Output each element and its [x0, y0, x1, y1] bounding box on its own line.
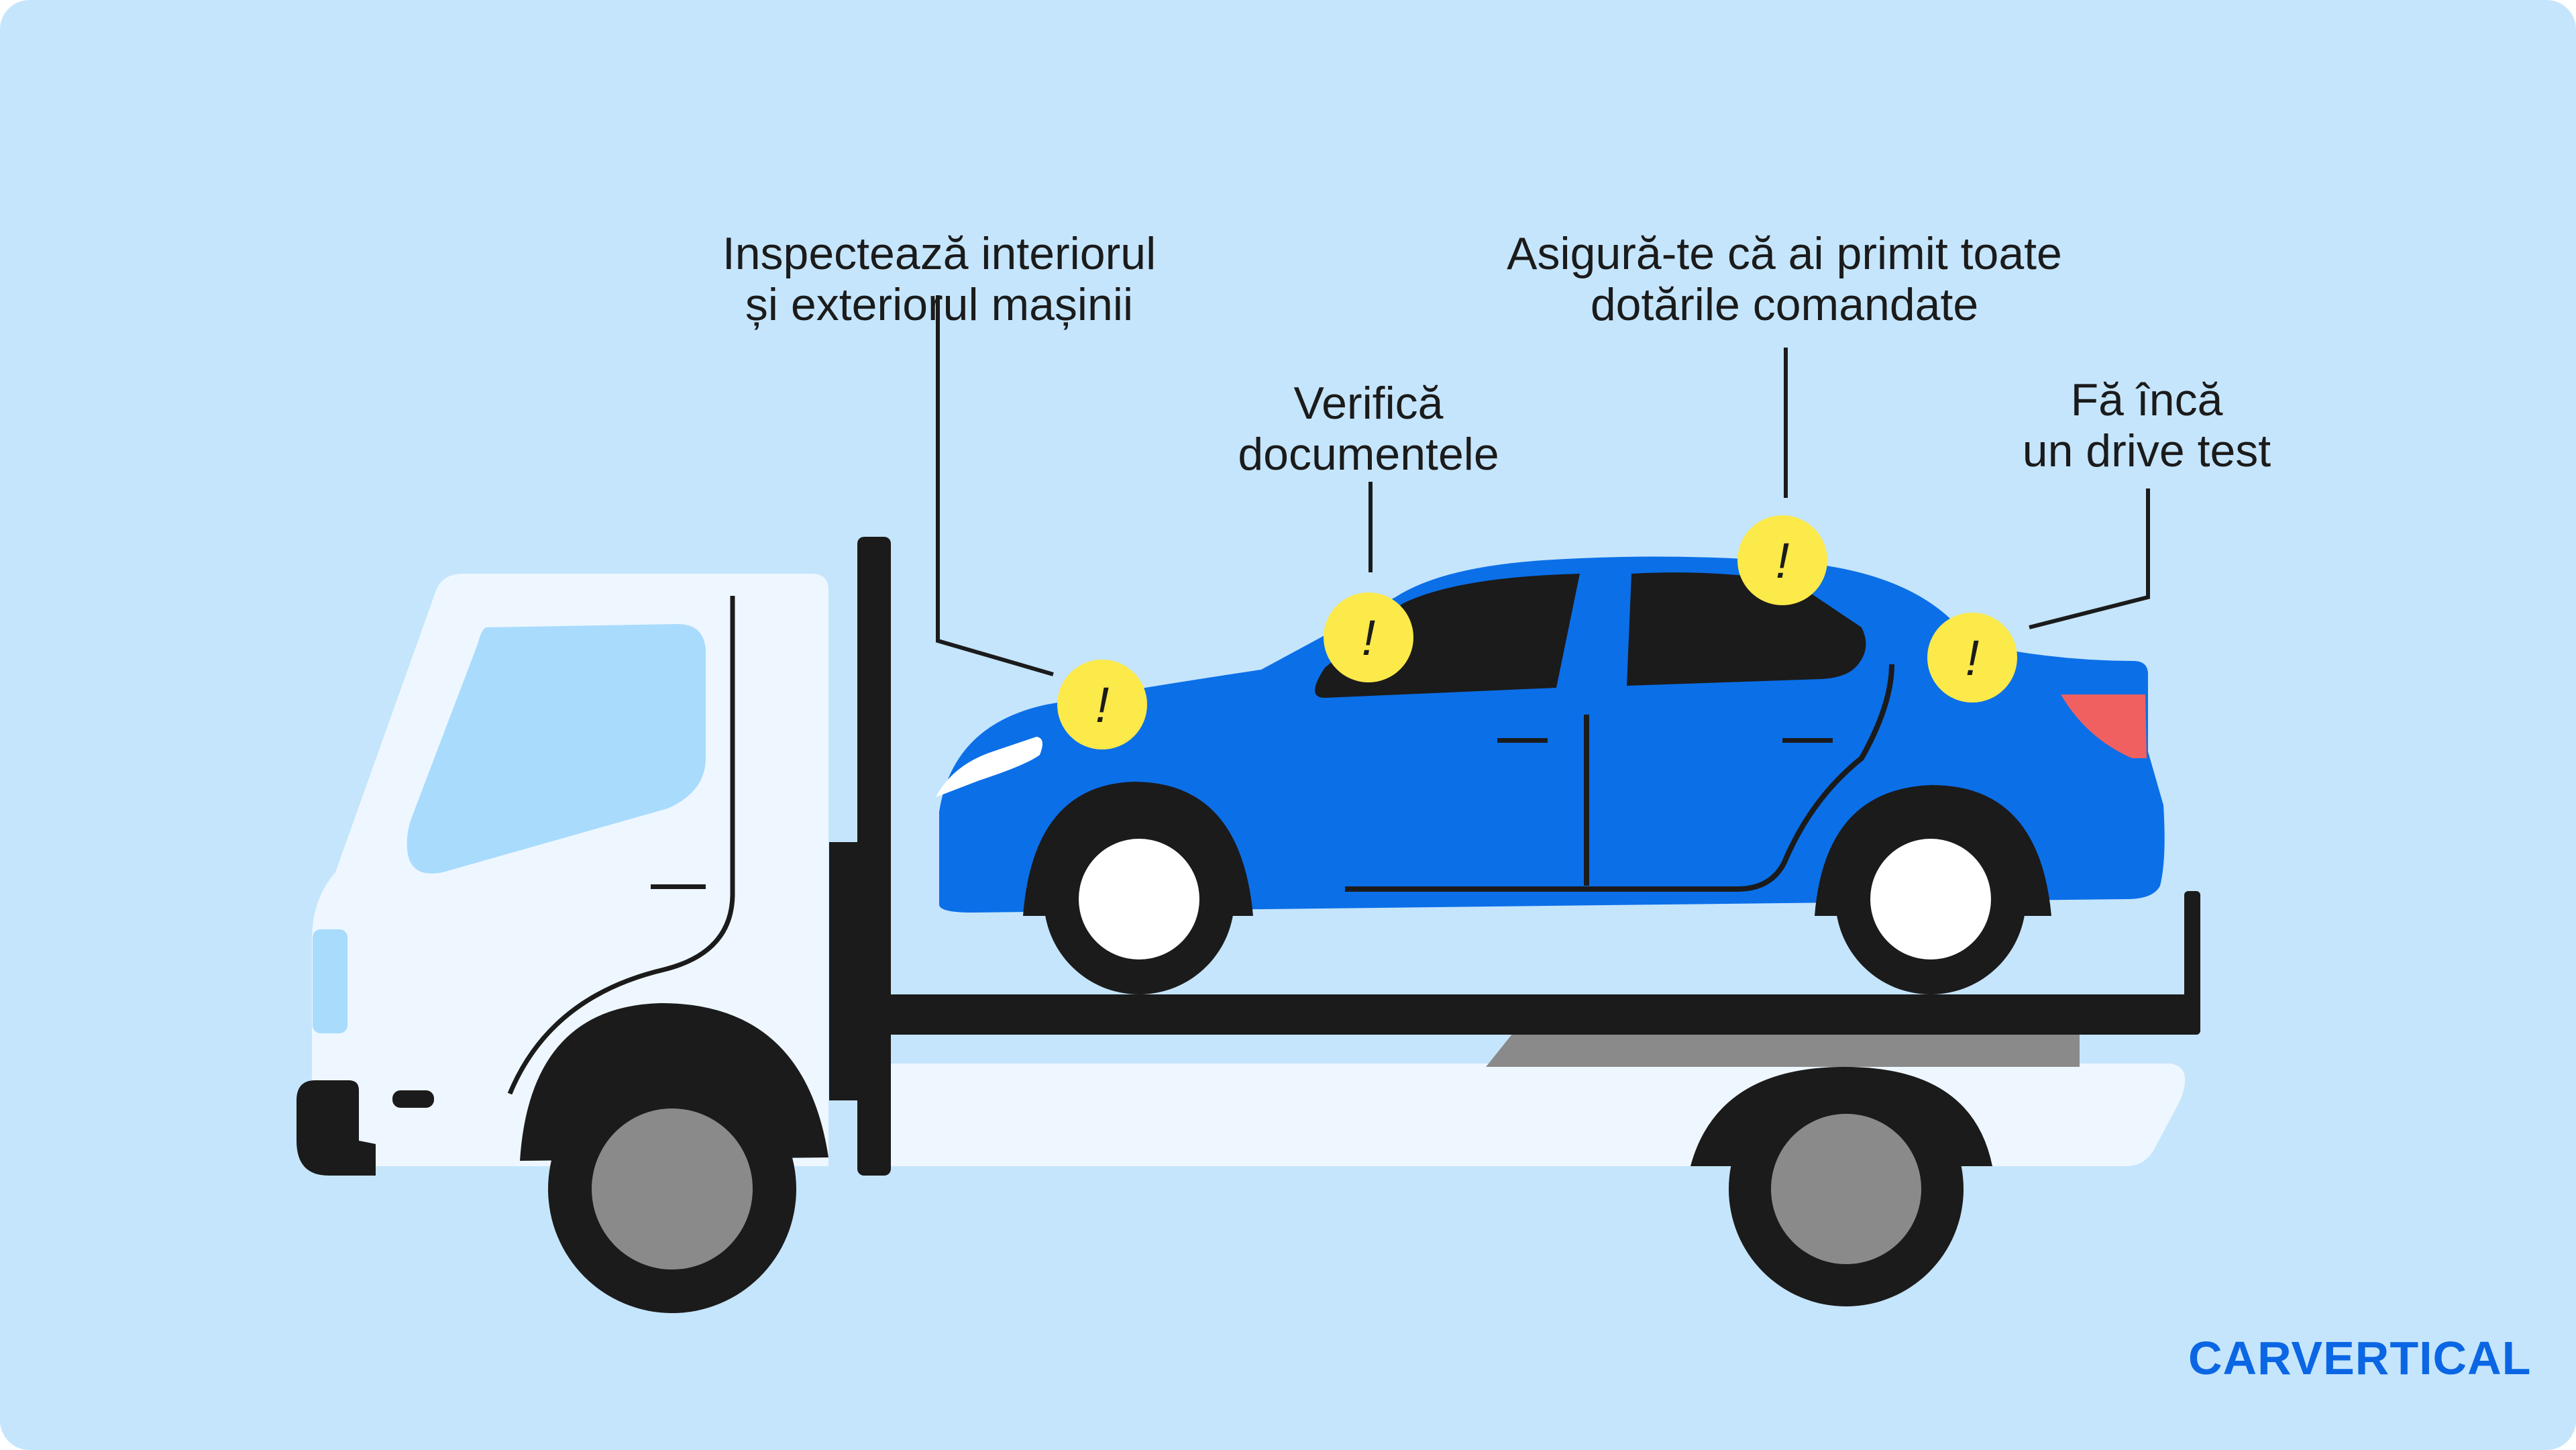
callout-line: dotările comandate	[1590, 279, 1979, 330]
car-icon	[936, 556, 2165, 994]
warning-marker-symbol: !	[1362, 610, 1376, 666]
callout-line: Asigură-te că ai primit toate	[1507, 228, 2062, 279]
callout-drive-test: Fă încă un drive test	[1959, 374, 2334, 476]
callout-check-equipment: Asigură-te că ai primit toate dotările c…	[1449, 228, 2120, 330]
callout-line: Fă încă	[2070, 374, 2223, 425]
tow-truck-icon	[297, 537, 2200, 1313]
callout-line: și exteriorul mașinii	[745, 279, 1134, 330]
warning-marker-icon	[1057, 515, 2017, 749]
callout-line: documentele	[1238, 429, 1499, 480]
callout-check-documents: Verifică documentele	[1194, 378, 1543, 480]
carvertical-logo: CARVERTICAL	[2188, 1332, 2532, 1384]
warning-marker-symbol: !	[1776, 533, 1790, 588]
callout-inspect-interior: Inspectează interiorul și exteriorul maș…	[684, 228, 1194, 330]
callout-line: Inspectează interiorul	[722, 228, 1157, 279]
callout-line: un drive test	[2022, 425, 2271, 476]
warning-marker-symbol: !	[1966, 630, 1980, 686]
callout-line: Verifică	[1293, 378, 1444, 429]
leader-lines	[936, 295, 2150, 676]
warning-marker-symbol: !	[1095, 677, 1110, 733]
